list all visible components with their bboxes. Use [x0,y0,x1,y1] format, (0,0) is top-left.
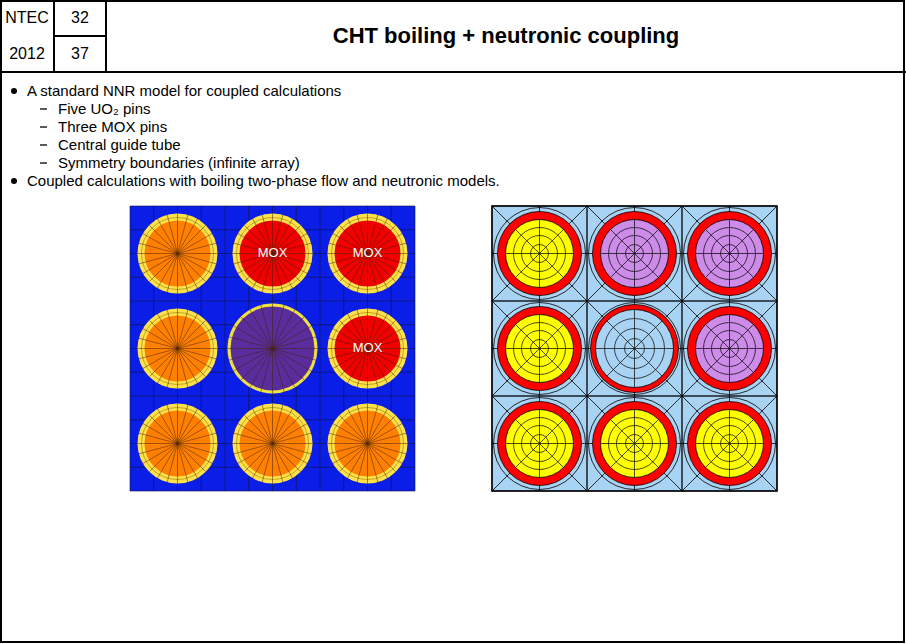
fuel-pellet [696,410,764,478]
fuel-pellet [506,410,574,478]
fuel-pellet [506,220,574,288]
pin-label: MOX [353,341,383,356]
pin-label: MOX [353,246,383,261]
fuel-pellet [696,315,764,383]
radial-mesh [328,404,408,484]
cladding [498,307,582,391]
cladding [138,404,218,484]
radial-mesh [233,404,313,484]
rings [506,220,574,288]
cladding [138,309,218,389]
dash [40,144,47,145]
rings [601,410,669,478]
guide-tube-wall [228,304,318,394]
cladding [498,402,582,486]
cell [587,301,682,396]
fuel-pellet [506,315,574,383]
sub-bullet-text: Central guide tube [58,136,181,153]
radial-mesh [138,404,218,484]
dash [40,108,47,109]
cladding [498,212,582,296]
fuel-pellet [696,220,764,288]
slide-total: 37 [71,45,89,63]
rings [696,220,764,288]
rings [506,315,574,383]
cladding [138,214,218,294]
sub-bullet-text: Three MOX pins [58,118,167,135]
mesh [130,206,415,491]
rings [696,410,764,478]
slide-number: 32 [71,9,89,27]
fuel-pellet [601,410,669,478]
rings [506,410,574,478]
cell [587,206,682,301]
cladding [328,214,408,294]
cladding [328,309,408,389]
sub-bullet-text: Five UO₂ pins [58,100,151,117]
rings [596,310,674,388]
bullet-text: A standard NNR model for coupled calcula… [27,82,341,99]
guide-tube [596,310,674,388]
cladding [233,404,313,484]
radial-mesh [138,309,218,389]
cell [682,396,777,491]
bullet [11,178,17,184]
cladding [233,214,313,294]
cladding [593,212,677,296]
rings [601,220,669,288]
cell [587,396,682,491]
radial-mesh [328,214,408,294]
rings [696,315,764,383]
cladding [688,307,772,391]
cell [492,301,587,396]
bullet-text: Coupled calculations with boiling two-ph… [27,172,500,189]
cell [682,206,777,301]
coolant-region [130,206,415,491]
dash [40,162,47,163]
conference-name: NTEC [5,9,49,27]
sub-bullet-text: Symmetry boundaries (infinite array) [58,154,300,171]
guide-tube-wall [591,305,679,393]
radial-mesh [328,309,408,389]
cell [682,301,777,396]
radial-mesh [228,304,318,394]
radial-mesh [233,214,313,294]
header-divider [54,35,106,37]
cladding [688,402,772,486]
dash [40,126,47,127]
moderator-region [492,206,777,491]
conference-year: 2012 [9,45,45,63]
cell [492,396,587,491]
bullet [11,88,17,94]
cell [492,206,587,301]
cladding [593,402,677,486]
cladding [328,404,408,484]
pin-label: MOX [258,246,288,261]
fuel-pellet [601,220,669,288]
radial-mesh [138,214,218,294]
header-line [0,71,906,73]
cladding [688,212,772,296]
slide-title: CHT boiling + neutronic coupling [333,23,679,48]
